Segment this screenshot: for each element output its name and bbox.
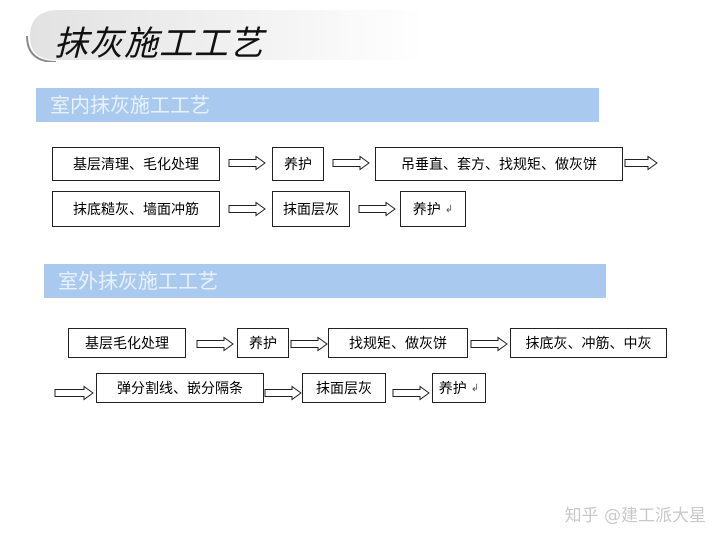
arrow-right-icon bbox=[332, 155, 370, 171]
arrow-right-icon bbox=[54, 385, 94, 401]
step-indoor-3: 吊垂直、套方、找规矩、做灰饼 bbox=[375, 147, 623, 181]
paragraph-mark-icon: ↲ bbox=[470, 382, 480, 394]
arrow-right-icon bbox=[228, 155, 266, 171]
arrow-right-icon bbox=[358, 201, 396, 217]
step-outdoor-7: 养护 ↲ bbox=[432, 373, 486, 403]
step-outdoor-2: 养护 bbox=[237, 328, 289, 358]
step-indoor-2: 养护 bbox=[272, 147, 324, 181]
arrow-right-icon bbox=[264, 385, 302, 401]
step-indoor-6: 养护 ↲ bbox=[400, 191, 466, 227]
step-indoor-6-label: 养护 bbox=[412, 202, 441, 218]
section-heading-outdoor: 室外抹灰施工工艺 bbox=[44, 264, 606, 298]
arrow-right-icon bbox=[392, 385, 430, 401]
arrow-right-icon bbox=[196, 336, 234, 352]
arrow-right-icon bbox=[470, 336, 508, 352]
arrow-right-icon bbox=[228, 201, 266, 217]
step-outdoor-6: 抹面层灰 bbox=[302, 373, 386, 403]
step-indoor-1: 基层清理、毛化处理 bbox=[52, 147, 220, 181]
arrow-right-icon bbox=[290, 336, 328, 352]
section-heading-indoor: 室内抹灰施工工艺 bbox=[36, 88, 599, 122]
page-title: 抹灰施工工艺 bbox=[54, 24, 264, 64]
step-outdoor-4: 抹底灰、冲筋、中灰 bbox=[510, 328, 667, 358]
step-indoor-4: 抹底糙灰、墙面冲筋 bbox=[52, 191, 220, 227]
step-outdoor-1: 基层毛化处理 bbox=[68, 328, 186, 358]
step-outdoor-5: 弹分割线、嵌分隔条 bbox=[96, 373, 264, 403]
step-outdoor-3: 找规矩、做灰饼 bbox=[328, 328, 468, 358]
step-outdoor-7-label: 养护 bbox=[438, 381, 467, 397]
arrow-right-icon bbox=[624, 155, 658, 171]
title-banner: 抹灰施工工艺 bbox=[26, 6, 426, 64]
watermark: 知乎 @建工派大星 bbox=[564, 506, 706, 526]
paragraph-mark-icon: ↲ bbox=[444, 203, 454, 215]
title-banner-shape bbox=[26, 10, 424, 62]
step-indoor-5: 抹面层灰 bbox=[272, 191, 350, 227]
